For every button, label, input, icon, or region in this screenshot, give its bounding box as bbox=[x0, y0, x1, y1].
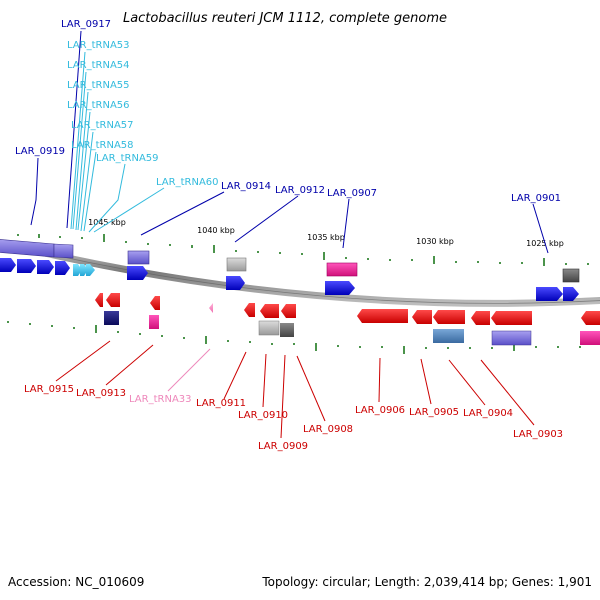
gene-arrow-reverse[interactable] bbox=[281, 304, 296, 318]
gene-arrow-reverse[interactable] bbox=[260, 304, 279, 318]
callout-lines-top bbox=[30, 30, 549, 254]
gene-feature[interactable] bbox=[326, 262, 358, 277]
gene-feature[interactable] bbox=[280, 323, 294, 337]
trna-arrow-forward[interactable] bbox=[86, 264, 95, 276]
gene-arrow-forward[interactable] bbox=[563, 287, 579, 301]
gene-feature[interactable] bbox=[127, 250, 150, 265]
gene-feature[interactable] bbox=[0, 239, 55, 258]
gene-arrow-forward[interactable] bbox=[325, 281, 355, 295]
gene-arrow-reverse[interactable] bbox=[581, 311, 600, 325]
gene-arrow-reverse[interactable] bbox=[491, 311, 532, 325]
gene-arrow-forward[interactable] bbox=[127, 266, 148, 280]
trna-label[interactable]: LAR_tRNA59 bbox=[96, 153, 159, 164]
gene-feature[interactable] bbox=[226, 257, 247, 272]
kbp-label-1045: 1045 kbp bbox=[88, 218, 126, 227]
gene-label[interactable]: LAR_0911 bbox=[196, 398, 246, 409]
gene-arrow-forward[interactable] bbox=[17, 259, 36, 273]
gene-label[interactable]: LAR_0912 bbox=[275, 185, 325, 196]
gene-feature[interactable] bbox=[580, 331, 600, 345]
gene-arrow-reverse[interactable] bbox=[471, 311, 490, 325]
gene-labels-top: LAR_0917 LAR_tRNA53 LAR_tRNA54 LAR_tRNA5… bbox=[15, 19, 561, 204]
gene-arrow-reverse[interactable] bbox=[412, 310, 432, 324]
gene-arrow-reverse[interactable] bbox=[150, 296, 160, 310]
gene-arrow-forward[interactable] bbox=[226, 276, 245, 290]
gene-arrow-forward[interactable] bbox=[37, 260, 54, 274]
gene-label[interactable]: LAR_0914 bbox=[221, 181, 271, 192]
gene-arrow-reverse[interactable] bbox=[106, 293, 120, 307]
gene-label[interactable]: LAR_0903 bbox=[513, 429, 563, 440]
trna-label[interactable]: LAR_tRNA55 bbox=[67, 80, 130, 91]
map-title: Lactobacillus reuteri JCM 1112, complete… bbox=[123, 11, 447, 26]
kbp-label-1030: 1030 kbp bbox=[416, 237, 454, 246]
gene-label[interactable]: LAR_0915 bbox=[24, 384, 74, 395]
gene-label[interactable]: LAR_0908 bbox=[303, 424, 353, 435]
gene-feature[interactable] bbox=[433, 329, 464, 343]
trna-label[interactable]: LAR_tRNA53 bbox=[67, 40, 130, 51]
trna-arrow-forward[interactable] bbox=[73, 264, 82, 276]
gene-arrow-forward[interactable] bbox=[55, 261, 70, 275]
gene-label[interactable]: LAR_0917 bbox=[61, 19, 111, 30]
trna-label[interactable]: LAR_tRNA56 bbox=[67, 100, 130, 111]
gene-label[interactable]: LAR_0913 bbox=[76, 388, 126, 399]
gene-arrow-reverse[interactable] bbox=[244, 303, 255, 317]
gene-label[interactable]: LAR_0904 bbox=[463, 408, 513, 419]
trna-label[interactable]: LAR_tRNA54 bbox=[67, 60, 130, 71]
genome-summary-text: Topology: circular; Length: 2,039,414 bp… bbox=[261, 575, 592, 589]
gene-arrow-reverse[interactable] bbox=[433, 310, 465, 324]
kbp-label-1035: 1035 kbp bbox=[307, 233, 345, 242]
gene-label[interactable]: LAR_0905 bbox=[409, 407, 459, 418]
gene-feature[interactable] bbox=[258, 320, 280, 336]
trna-arrow-reverse[interactable] bbox=[209, 303, 213, 313]
trna-label[interactable]: LAR_tRNA57 bbox=[71, 120, 134, 131]
gene-arrow-reverse[interactable] bbox=[357, 309, 408, 323]
gene-arrow-forward[interactable] bbox=[0, 258, 16, 272]
forward-strand-features bbox=[0, 239, 580, 301]
gene-label[interactable]: LAR_0907 bbox=[327, 188, 377, 199]
gene-label[interactable]: LAR_0910 bbox=[238, 410, 288, 421]
gene-feature[interactable] bbox=[562, 268, 580, 283]
gene-label[interactable]: LAR_0909 bbox=[258, 441, 308, 452]
gene-label[interactable]: LAR_0901 bbox=[511, 193, 561, 204]
gene-label[interactable]: LAR_0919 bbox=[15, 146, 65, 157]
scale-ticks-upper bbox=[17, 234, 589, 266]
gene-label[interactable]: LAR_0906 bbox=[355, 405, 405, 416]
trna-label[interactable]: LAR_tRNA60 bbox=[156, 177, 219, 188]
kbp-label-1040: 1040 kbp bbox=[197, 226, 235, 235]
gene-arrow-reverse[interactable] bbox=[95, 293, 103, 307]
scale-ticks-lower bbox=[7, 321, 581, 354]
trna-label[interactable]: LAR_tRNA58 bbox=[71, 140, 134, 151]
gene-labels-bottom: LAR_0915 LAR_0913 LAR_tRNA33 LAR_0911 LA… bbox=[24, 384, 563, 452]
callout-lines-bottom bbox=[55, 340, 535, 439]
reverse-strand-features bbox=[95, 293, 600, 346]
trna-label[interactable]: LAR_tRNA33 bbox=[129, 394, 192, 405]
gene-feature[interactable] bbox=[53, 243, 74, 259]
gene-arrow-forward[interactable] bbox=[536, 287, 563, 301]
gene-feature[interactable] bbox=[491, 330, 532, 346]
accession-text: Accession: NC_010609 bbox=[8, 575, 144, 589]
gene-feature[interactable] bbox=[149, 315, 159, 329]
gene-feature[interactable] bbox=[104, 311, 119, 325]
